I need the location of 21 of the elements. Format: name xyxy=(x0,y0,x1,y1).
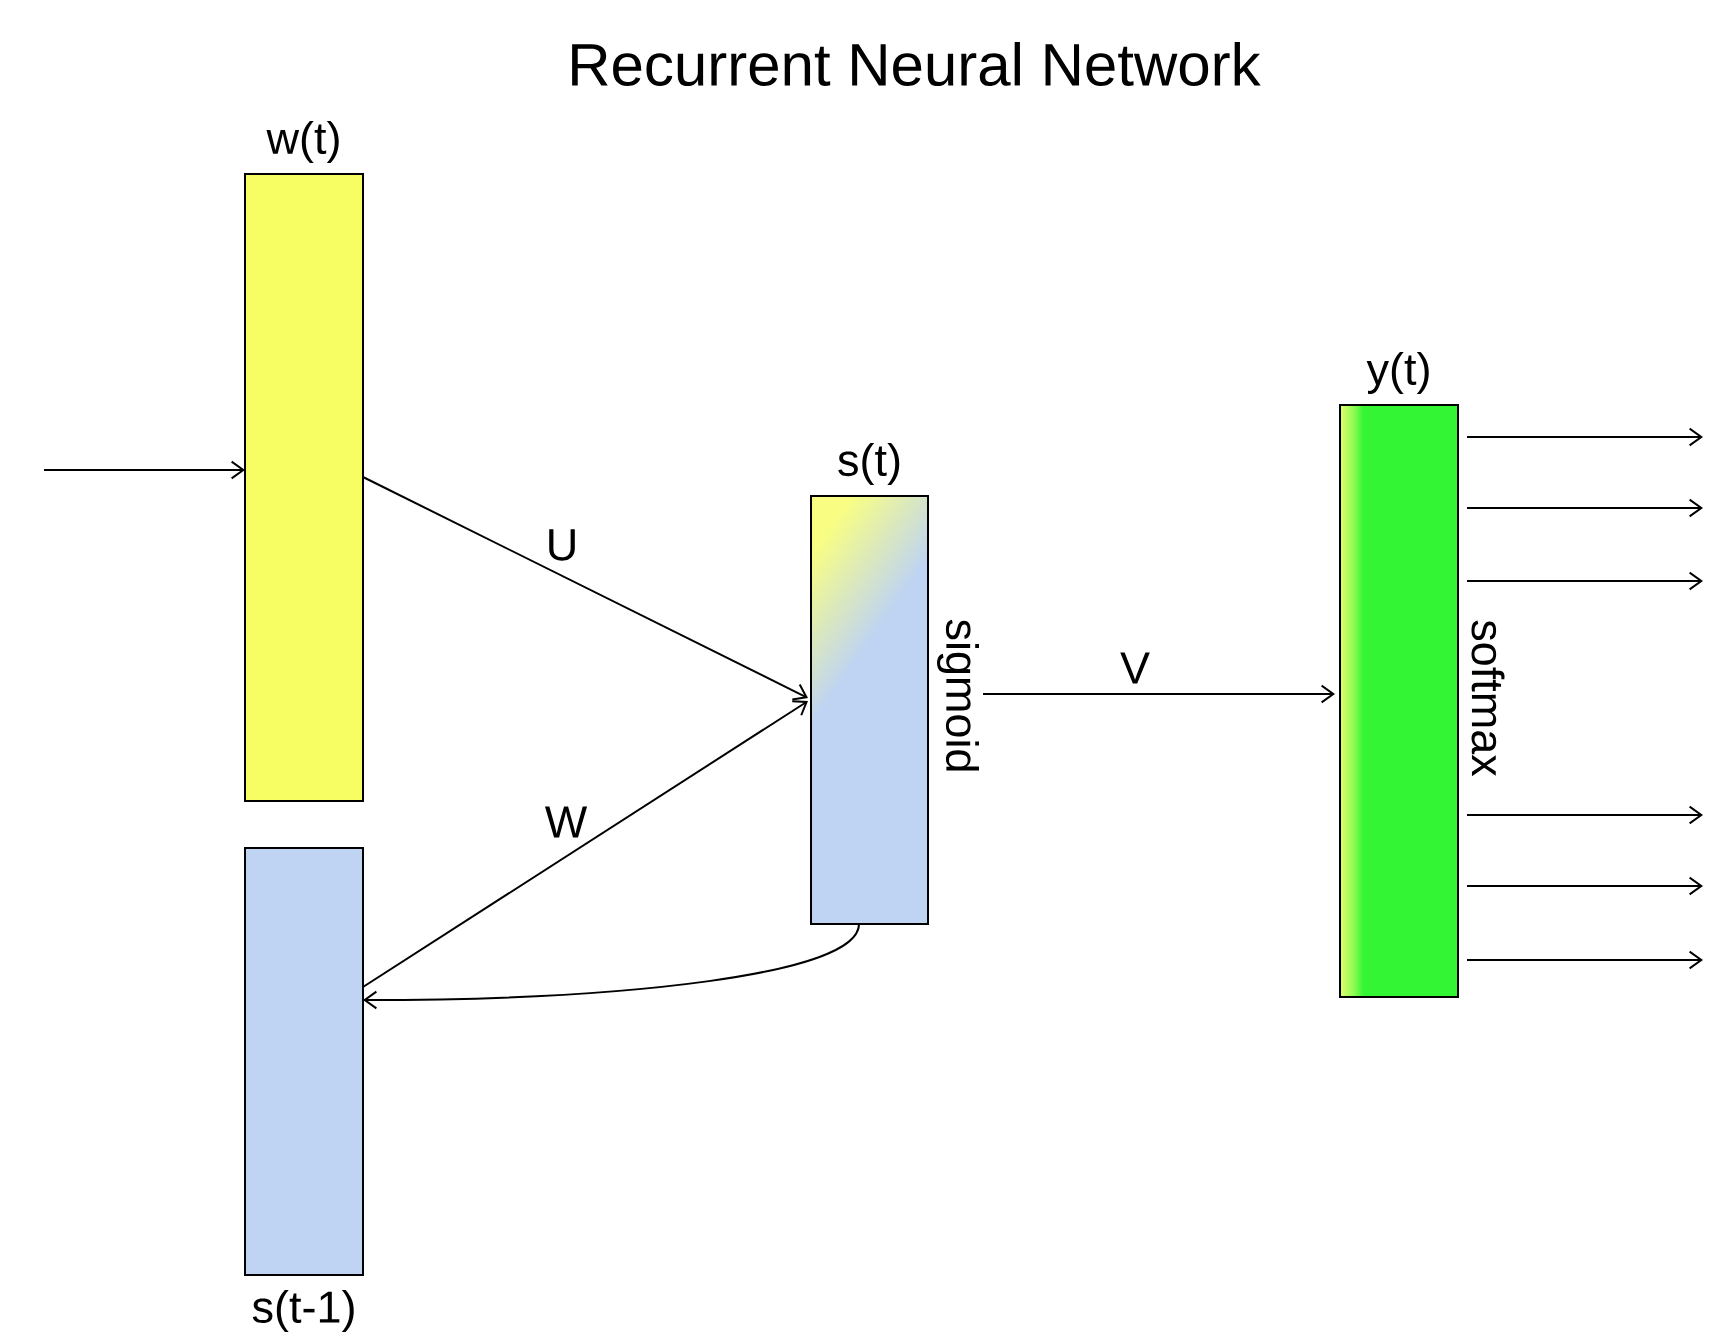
layer-label: w(t) xyxy=(266,121,339,163)
layer-label: s(t) xyxy=(838,443,900,485)
arrow xyxy=(982,684,1335,704)
edge-label: W xyxy=(543,804,589,840)
arrow xyxy=(1466,498,1703,518)
arrow xyxy=(363,923,860,1010)
arrow xyxy=(1466,427,1703,447)
layer-label: y(t) xyxy=(1366,352,1429,394)
arrow xyxy=(1466,571,1703,591)
activation-label: sigmoid xyxy=(937,619,979,771)
arrow xyxy=(1466,950,1703,970)
edge-label: V xyxy=(1118,650,1152,686)
arrow xyxy=(362,476,808,701)
arrow xyxy=(1466,876,1703,896)
title: Recurrent Neural Network xyxy=(572,42,1261,86)
arrow xyxy=(1466,805,1703,825)
layer-label: s(t-1) xyxy=(252,1290,354,1332)
arrow xyxy=(43,460,245,480)
edge-label: U xyxy=(544,527,580,563)
activation-label: softmax xyxy=(1471,620,1505,777)
arrow xyxy=(362,700,808,988)
